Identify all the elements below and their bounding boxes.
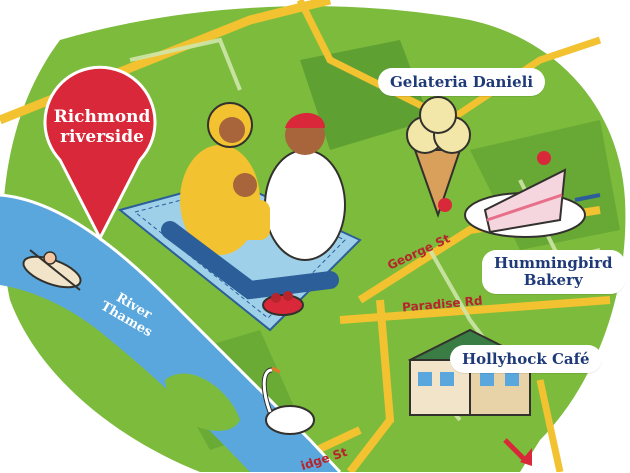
picnic-family-icon bbox=[161, 102, 346, 300]
bakery-label-line2: Bakery bbox=[523, 271, 583, 289]
ice-cream-icon bbox=[406, 96, 471, 219]
gelateria-label[interactable]: Gelateria Danieli bbox=[378, 68, 546, 96]
cake-slice-icon bbox=[464, 151, 601, 238]
road bbox=[536, 379, 564, 472]
pin-label: Richmond riverside bbox=[52, 107, 152, 147]
location-pin-icon bbox=[43, 65, 157, 242]
rowing-boat-icon bbox=[22, 249, 82, 291]
bakery-label-line1: Hummingbird bbox=[494, 254, 613, 272]
pin-label-line1: Richmond bbox=[53, 107, 151, 127]
street-line bbox=[129, 37, 242, 91]
strawberry-tin-icon bbox=[262, 291, 304, 316]
road bbox=[346, 299, 395, 472]
bakery-label[interactable]: Hummingbird Bakery bbox=[482, 250, 625, 294]
river-thames bbox=[0, 195, 340, 472]
swan-icon bbox=[261, 366, 315, 435]
pin-label-line2: riverside bbox=[60, 127, 144, 147]
cafe-label[interactable]: Hollyhock Café bbox=[450, 345, 602, 373]
river-island bbox=[165, 373, 240, 431]
park-patch bbox=[300, 40, 430, 150]
